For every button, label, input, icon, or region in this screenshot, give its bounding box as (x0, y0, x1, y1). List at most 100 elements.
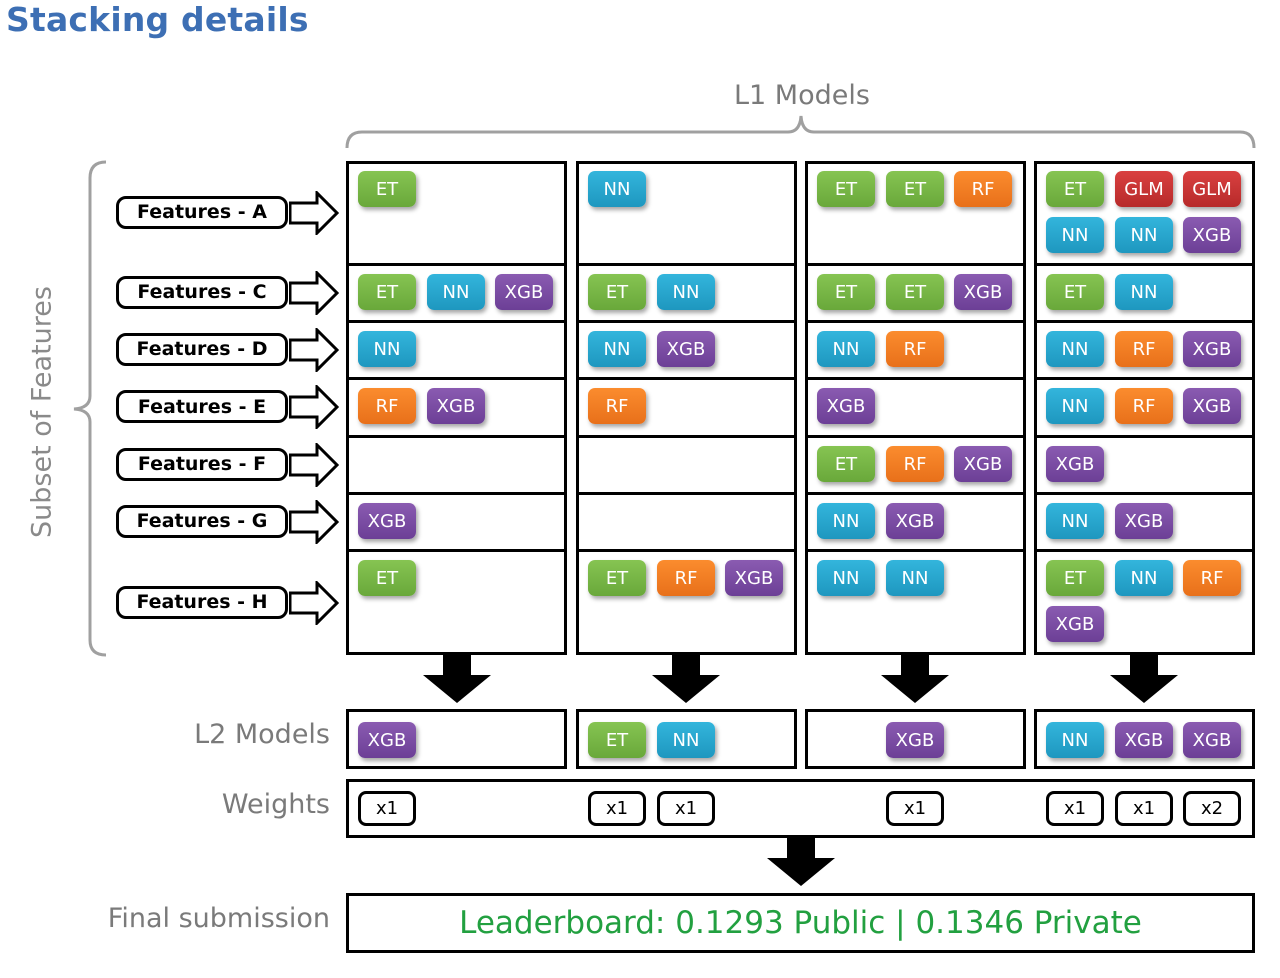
feature-arrow (289, 442, 339, 487)
model-badge-glm: GLM (1115, 171, 1173, 207)
row-divider (346, 548, 567, 552)
final-submission-box: Leaderboard: 0.1293 Public | 0.1346 Priv… (346, 893, 1255, 953)
model-badge-et: ET (817, 446, 875, 482)
row-divider (346, 262, 567, 266)
model-badge-nn: NN (1115, 560, 1173, 596)
model-badge-rf: RF (886, 446, 944, 482)
down-arrow-final (767, 838, 835, 886)
weights-label: Weights (221, 789, 330, 820)
model-badge-rf: RF (886, 331, 944, 367)
weight-box: x1 (588, 791, 646, 826)
down-arrow-1 (423, 655, 491, 703)
row-divider (576, 491, 797, 495)
model-badge-xgb: XGB (427, 388, 485, 424)
row-divider (805, 491, 1026, 495)
row-divider (576, 262, 797, 266)
model-badge-et: ET (817, 274, 875, 310)
row-divider (1034, 262, 1255, 266)
row-divider (1034, 376, 1255, 380)
model-badge-xgb: XGB (1183, 331, 1241, 367)
model-badge-rf: RF (1115, 331, 1173, 367)
l2-badge-xgb: XGB (886, 722, 944, 758)
feature-arrow (289, 580, 339, 625)
l2-badge-nn: NN (657, 722, 715, 758)
model-badge-nn: NN (588, 331, 646, 367)
row-divider (346, 491, 567, 495)
model-badge-nn: NN (886, 560, 944, 596)
row-divider (346, 376, 567, 380)
model-badge-xgb: XGB (954, 274, 1012, 310)
model-badge-rf: RF (1115, 388, 1173, 424)
l2-models-label: L2 Models (194, 719, 330, 750)
row-divider (805, 319, 1026, 323)
row-divider (346, 319, 567, 323)
model-badge-xgb: XGB (725, 560, 783, 596)
weight-box: x1 (1115, 791, 1173, 826)
model-badge-et: ET (886, 171, 944, 207)
weight-box: x1 (886, 791, 944, 826)
row-divider (346, 434, 567, 438)
feature-label: Features - G (116, 504, 288, 538)
model-badge-nn: NN (1046, 331, 1104, 367)
l2-badge-xgb: XGB (1115, 722, 1173, 758)
model-badge-xgb: XGB (358, 503, 416, 539)
weight-box: x1 (657, 791, 715, 826)
feature-label: Features - E (116, 390, 288, 423)
l2-badge-nn: NN (1046, 722, 1104, 758)
model-badge-xgb: XGB (1046, 606, 1104, 642)
model-badge-et: ET (588, 560, 646, 596)
feature-arrow (289, 385, 339, 429)
down-arrow-2 (652, 655, 720, 703)
l2-badge-et: ET (588, 722, 646, 758)
row-divider (1034, 319, 1255, 323)
model-badge-xgb: XGB (495, 274, 553, 310)
row-divider (576, 434, 797, 438)
page-title: Stacking details (6, 0, 309, 39)
row-divider (805, 376, 1026, 380)
model-badge-et: ET (817, 171, 875, 207)
model-badge-nn: NN (1115, 274, 1173, 310)
down-arrow-3 (881, 655, 949, 703)
model-badge-xgb: XGB (1183, 217, 1241, 253)
weight-box: x1 (1046, 791, 1104, 826)
model-badge-nn: NN (427, 274, 485, 310)
model-badge-rf: RF (657, 560, 715, 596)
model-badge-rf: RF (358, 388, 416, 424)
weight-box: x2 (1183, 791, 1241, 826)
l1-bracket (345, 115, 1256, 149)
row-divider (1034, 548, 1255, 552)
model-badge-rf: RF (588, 388, 646, 424)
weight-box: x1 (358, 791, 416, 826)
model-badge-et: ET (358, 171, 416, 207)
row-divider (805, 548, 1026, 552)
model-badge-rf: RF (954, 171, 1012, 207)
row-divider (576, 548, 797, 552)
feature-arrow (289, 190, 339, 235)
model-badge-xgb: XGB (886, 503, 944, 539)
model-badge-xgb: XGB (1183, 388, 1241, 424)
model-badge-nn: NN (1046, 388, 1104, 424)
down-arrow-4 (1110, 655, 1178, 703)
row-divider (805, 262, 1026, 266)
feature-arrow (289, 327, 339, 372)
model-badge-xgb: XGB (1046, 446, 1104, 482)
feature-label: Features - H (116, 585, 288, 619)
model-badge-nn: NN (817, 503, 875, 539)
model-badge-nn: NN (1046, 503, 1104, 539)
model-badge-et: ET (358, 560, 416, 596)
model-badge-xgb: XGB (817, 388, 875, 424)
model-badge-et: ET (886, 274, 944, 310)
model-badge-nn: NN (657, 274, 715, 310)
model-badge-nn: NN (358, 331, 416, 367)
model-badge-et: ET (1046, 560, 1104, 596)
feature-arrow (289, 270, 339, 315)
model-badge-nn: NN (1115, 217, 1173, 253)
row-divider (805, 434, 1026, 438)
feature-label: Features - D (116, 332, 288, 366)
model-badge-xgb: XGB (1115, 503, 1173, 539)
feature-label: Features - C (116, 275, 288, 309)
model-badge-et: ET (358, 274, 416, 310)
l2-badge-xgb: XGB (1183, 722, 1241, 758)
feature-arrow (289, 499, 339, 544)
